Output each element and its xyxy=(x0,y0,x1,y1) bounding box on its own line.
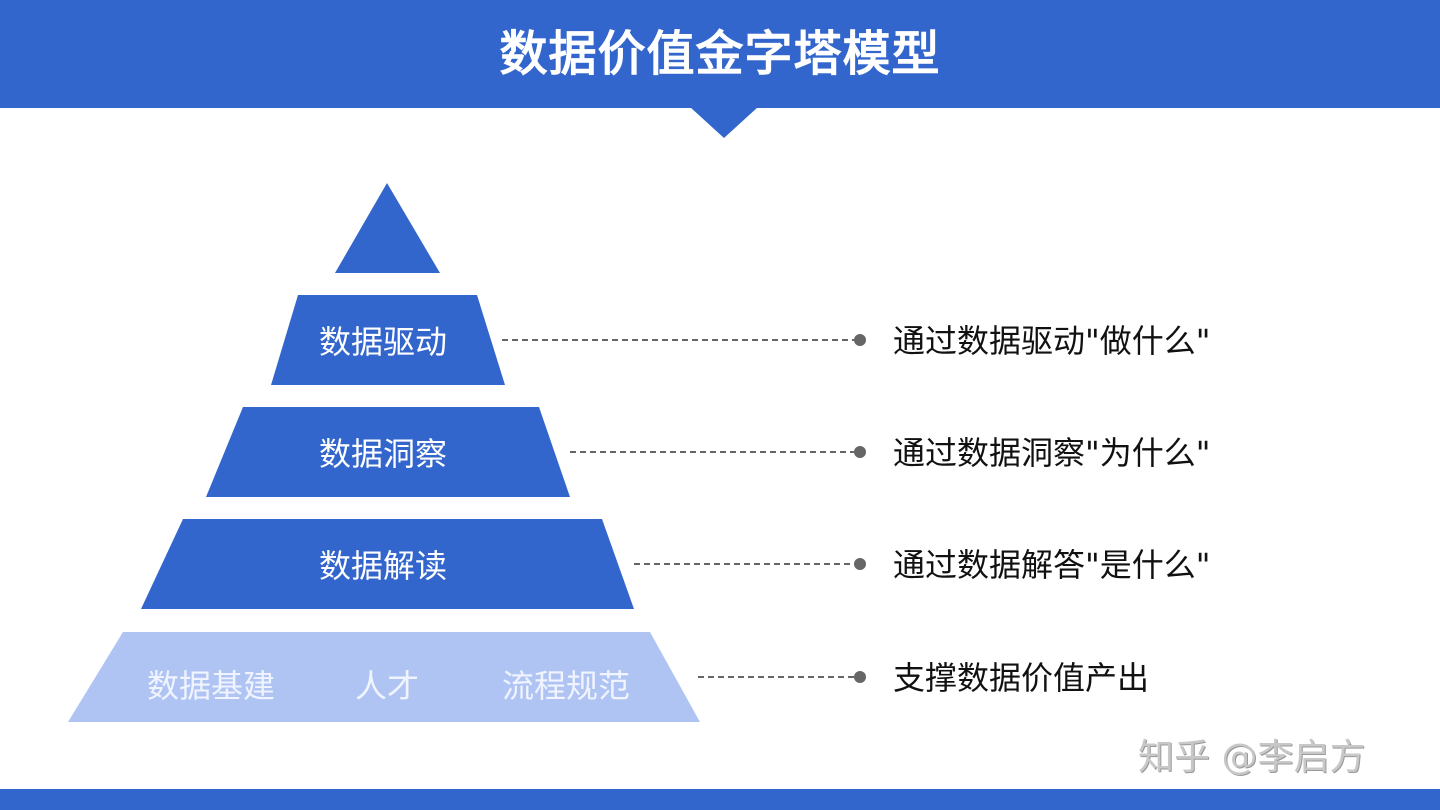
pyramid-layer-3 xyxy=(141,519,634,609)
connector-dot-icon xyxy=(854,671,866,683)
base-label-talent: 人才 xyxy=(354,667,420,705)
connector-dot-icon xyxy=(854,446,866,458)
header-pointer-arrow xyxy=(690,107,758,138)
page-title: 数据价值金字塔模型 xyxy=(499,26,941,82)
layer-label-data-driven: 数据驱动 xyxy=(318,323,448,361)
pyramid-layer-2 xyxy=(206,407,570,497)
layer-label-data-interpretation: 数据解读 xyxy=(318,547,448,585)
description-data-driven: 通过数据驱动"做什么" xyxy=(893,322,1211,360)
header-bar xyxy=(0,0,1440,108)
description-data-interpretation: 通过数据解答"是什么" xyxy=(893,546,1211,584)
pyramid-base xyxy=(68,632,700,722)
watermark: 知乎 @李启方 xyxy=(1138,737,1366,778)
base-label-process-standards: 流程规范 xyxy=(501,667,631,705)
footer-bar xyxy=(0,789,1440,810)
pyramid-apex xyxy=(335,183,440,273)
base-label-data-infrastructure: 数据基建 xyxy=(146,667,276,705)
layer-label-data-insight: 数据洞察 xyxy=(318,435,448,473)
pyramid-layer-1 xyxy=(271,295,505,385)
connector-2 xyxy=(570,446,866,458)
connector-dot-icon xyxy=(854,334,866,346)
description-data-insight: 通过数据洞察"为什么" xyxy=(893,434,1211,472)
description-base-support: 支撑数据价值产出 xyxy=(893,659,1150,697)
connector-dot-icon xyxy=(854,558,866,570)
connector-1 xyxy=(502,334,866,346)
connector-4 xyxy=(698,671,866,683)
connector-3 xyxy=(634,558,866,570)
